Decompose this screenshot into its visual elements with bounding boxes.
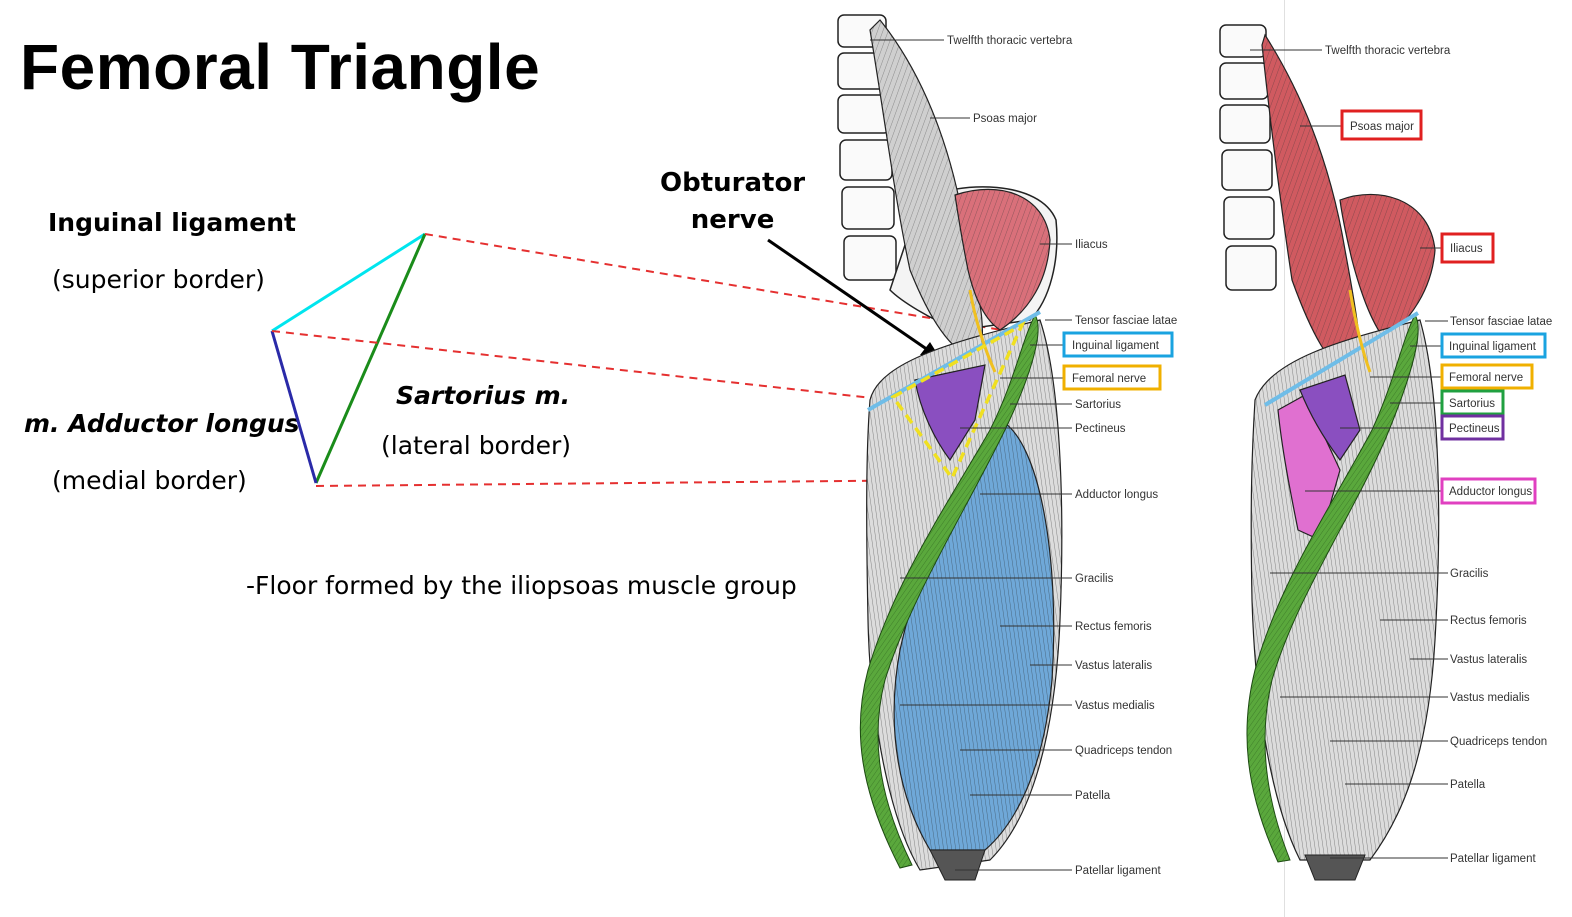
femoral-triangle-outline <box>890 320 1026 482</box>
label-a-sartorius: Sartorius <box>1075 399 1121 411</box>
connector-lines <box>271 233 1021 487</box>
anatomy-diagram-a <box>837 14 1063 881</box>
label-b-psoas-major: Psoas major <box>1350 121 1414 133</box>
label-a-iliacus: Iliacus <box>1075 239 1108 251</box>
label-b-femoral-nerve: Femoral nerve <box>1449 372 1523 384</box>
label-a-pectineus: Pectineus <box>1075 423 1126 435</box>
label-b-inguinal-ligament: Inguinal ligament <box>1449 341 1537 353</box>
label-b-adductor-longus: Adductor longus <box>1449 486 1532 498</box>
label-a-vastus-lateralis: Vastus lateralis <box>1075 660 1152 672</box>
sartorius-sublabel: (lateral border) <box>381 431 571 460</box>
diagram-b-labels: Twelfth thoracic vertebra Psoas major Il… <box>1325 45 1552 865</box>
box-sartorius-b <box>1440 389 1505 416</box>
obturator-line2: nerve <box>690 205 775 235</box>
sartorius-label: Sartorius m. <box>396 381 571 410</box>
label-a-patellar-ligament: Patellar ligament <box>1075 865 1161 877</box>
obturator-line1: Obturator <box>660 168 806 198</box>
label-b-gracilis: Gracilis <box>1450 568 1489 580</box>
inguinal-ligament-sublabel: (superior border) <box>52 265 265 294</box>
connector-bottom <box>315 479 951 487</box>
label-a-gracilis: Gracilis <box>1075 573 1114 585</box>
obturator-nerve-label: Obturator nerve <box>660 165 805 239</box>
page-title: Femoral Triangle <box>20 31 541 103</box>
label-a-patella: Patella <box>1075 790 1111 802</box>
connector-middle <box>271 330 873 399</box>
inguinal-ligament-b <box>1263 311 1420 407</box>
label-a-rectus-femoris: Rectus femoris <box>1075 621 1152 633</box>
adductor-longus-line <box>270 330 318 484</box>
box-inguinal-a <box>1062 331 1174 358</box>
label-b-vastus-lateralis: Vastus lateralis <box>1450 654 1527 666</box>
sartorius-line <box>314 233 427 484</box>
inguinal-ligament-line <box>271 232 426 333</box>
floor-note: -Floor formed by the iliopsoas muscle gr… <box>246 571 797 600</box>
label-b-tensor-fasciae: Tensor fasciae latae <box>1450 316 1552 328</box>
adductor-longus-label: m. Adductor longus <box>24 409 300 438</box>
diagram-b-leaders <box>1250 49 1448 859</box>
label-a-tensor-fasciae: Tensor fasciae latae <box>1075 315 1177 327</box>
label-a-femoral-nerve: Femoral nerve <box>1072 373 1146 385</box>
box-femoral-nerve-b <box>1440 363 1534 390</box>
connector-top <box>424 233 1021 334</box>
box-pectineus-b <box>1440 414 1505 441</box>
label-b-quadriceps-tendon: Quadriceps tendon <box>1450 736 1547 748</box>
label-b-vastus-medialis: Vastus medialis <box>1450 692 1530 704</box>
label-b-patellar-ligament: Patellar ligament <box>1450 853 1536 865</box>
label-b-iliacus: Iliacus <box>1450 243 1483 255</box>
label-a-adductor-longus: Adductor longus <box>1075 489 1158 501</box>
label-b-patella: Patella <box>1450 779 1486 791</box>
anatomy-diagram-b <box>1219 24 1440 881</box>
label-a-twelfth-thoracic: Twelfth thoracic vertebra <box>947 35 1073 47</box>
box-femoral-nerve-a <box>1062 364 1162 391</box>
label-a-vastus-medialis: Vastus medialis <box>1075 700 1155 712</box>
label-b-twelfth-thoracic: Twelfth thoracic vertebra <box>1325 45 1451 57</box>
label-a-inguinal-ligament: Inguinal ligament <box>1072 340 1160 352</box>
inguinal-ligament-label: Inguinal ligament <box>48 208 296 237</box>
adductor-longus-sublabel: (medial border) <box>52 466 247 495</box>
label-b-sartorius: Sartorius <box>1449 398 1495 410</box>
box-iliacus-b <box>1440 232 1495 264</box>
diagram-a-labels: Twelfth thoracic vertebra Psoas major Il… <box>947 35 1177 877</box>
box-adductor-longus-b <box>1440 477 1537 505</box>
box-psoas-major-b <box>1340 109 1423 141</box>
spine-b <box>1219 24 1277 291</box>
label-a-quadriceps-tendon: Quadriceps tendon <box>1075 745 1172 757</box>
label-a-psoas-major: Psoas major <box>973 113 1037 125</box>
box-inguinal-b <box>1440 332 1547 359</box>
label-b-pectineus: Pectineus <box>1449 423 1500 435</box>
triangle-schematic <box>270 232 427 484</box>
diagram-a-leaders <box>870 39 1072 871</box>
label-b-rectus-femoris: Rectus femoris <box>1450 615 1527 627</box>
